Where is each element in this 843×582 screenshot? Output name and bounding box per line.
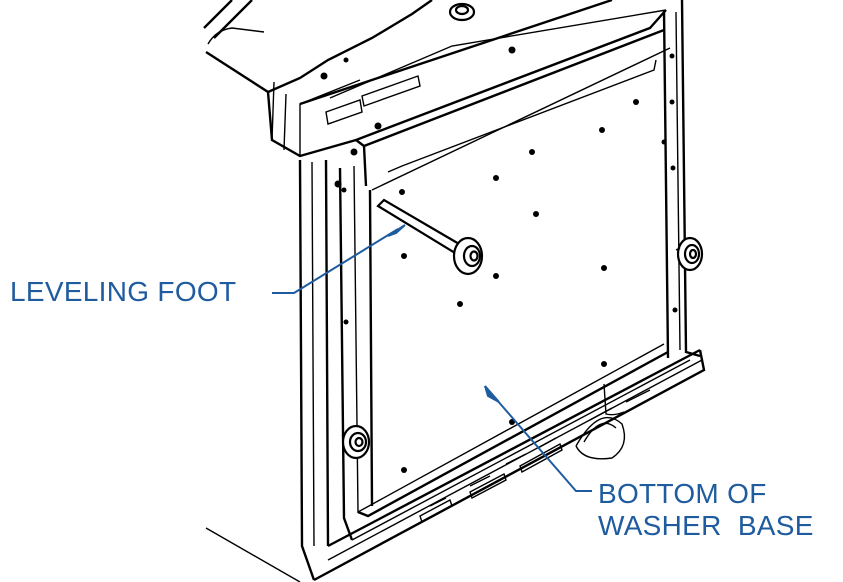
bottom-label-line2: WASHER BASE xyxy=(598,510,814,541)
bottom-of-washer-base-label: BOTTOM OF WASHER BASE xyxy=(598,478,814,542)
leveling-foot-center xyxy=(376,198,484,276)
leveling-arrowhead xyxy=(387,224,406,237)
right-side-frame xyxy=(662,0,701,359)
bottom-panel xyxy=(205,59,706,582)
bottom-label-line1: BOTTOM OF xyxy=(598,478,767,509)
leveling-foot-label: LEVELING FOOT xyxy=(10,276,237,307)
bottom-arrowhead xyxy=(484,385,500,403)
top-frame xyxy=(203,0,671,191)
leveling-foot-left xyxy=(341,424,371,460)
callout-leaders xyxy=(272,224,592,492)
leveling-foot-right xyxy=(675,236,704,272)
